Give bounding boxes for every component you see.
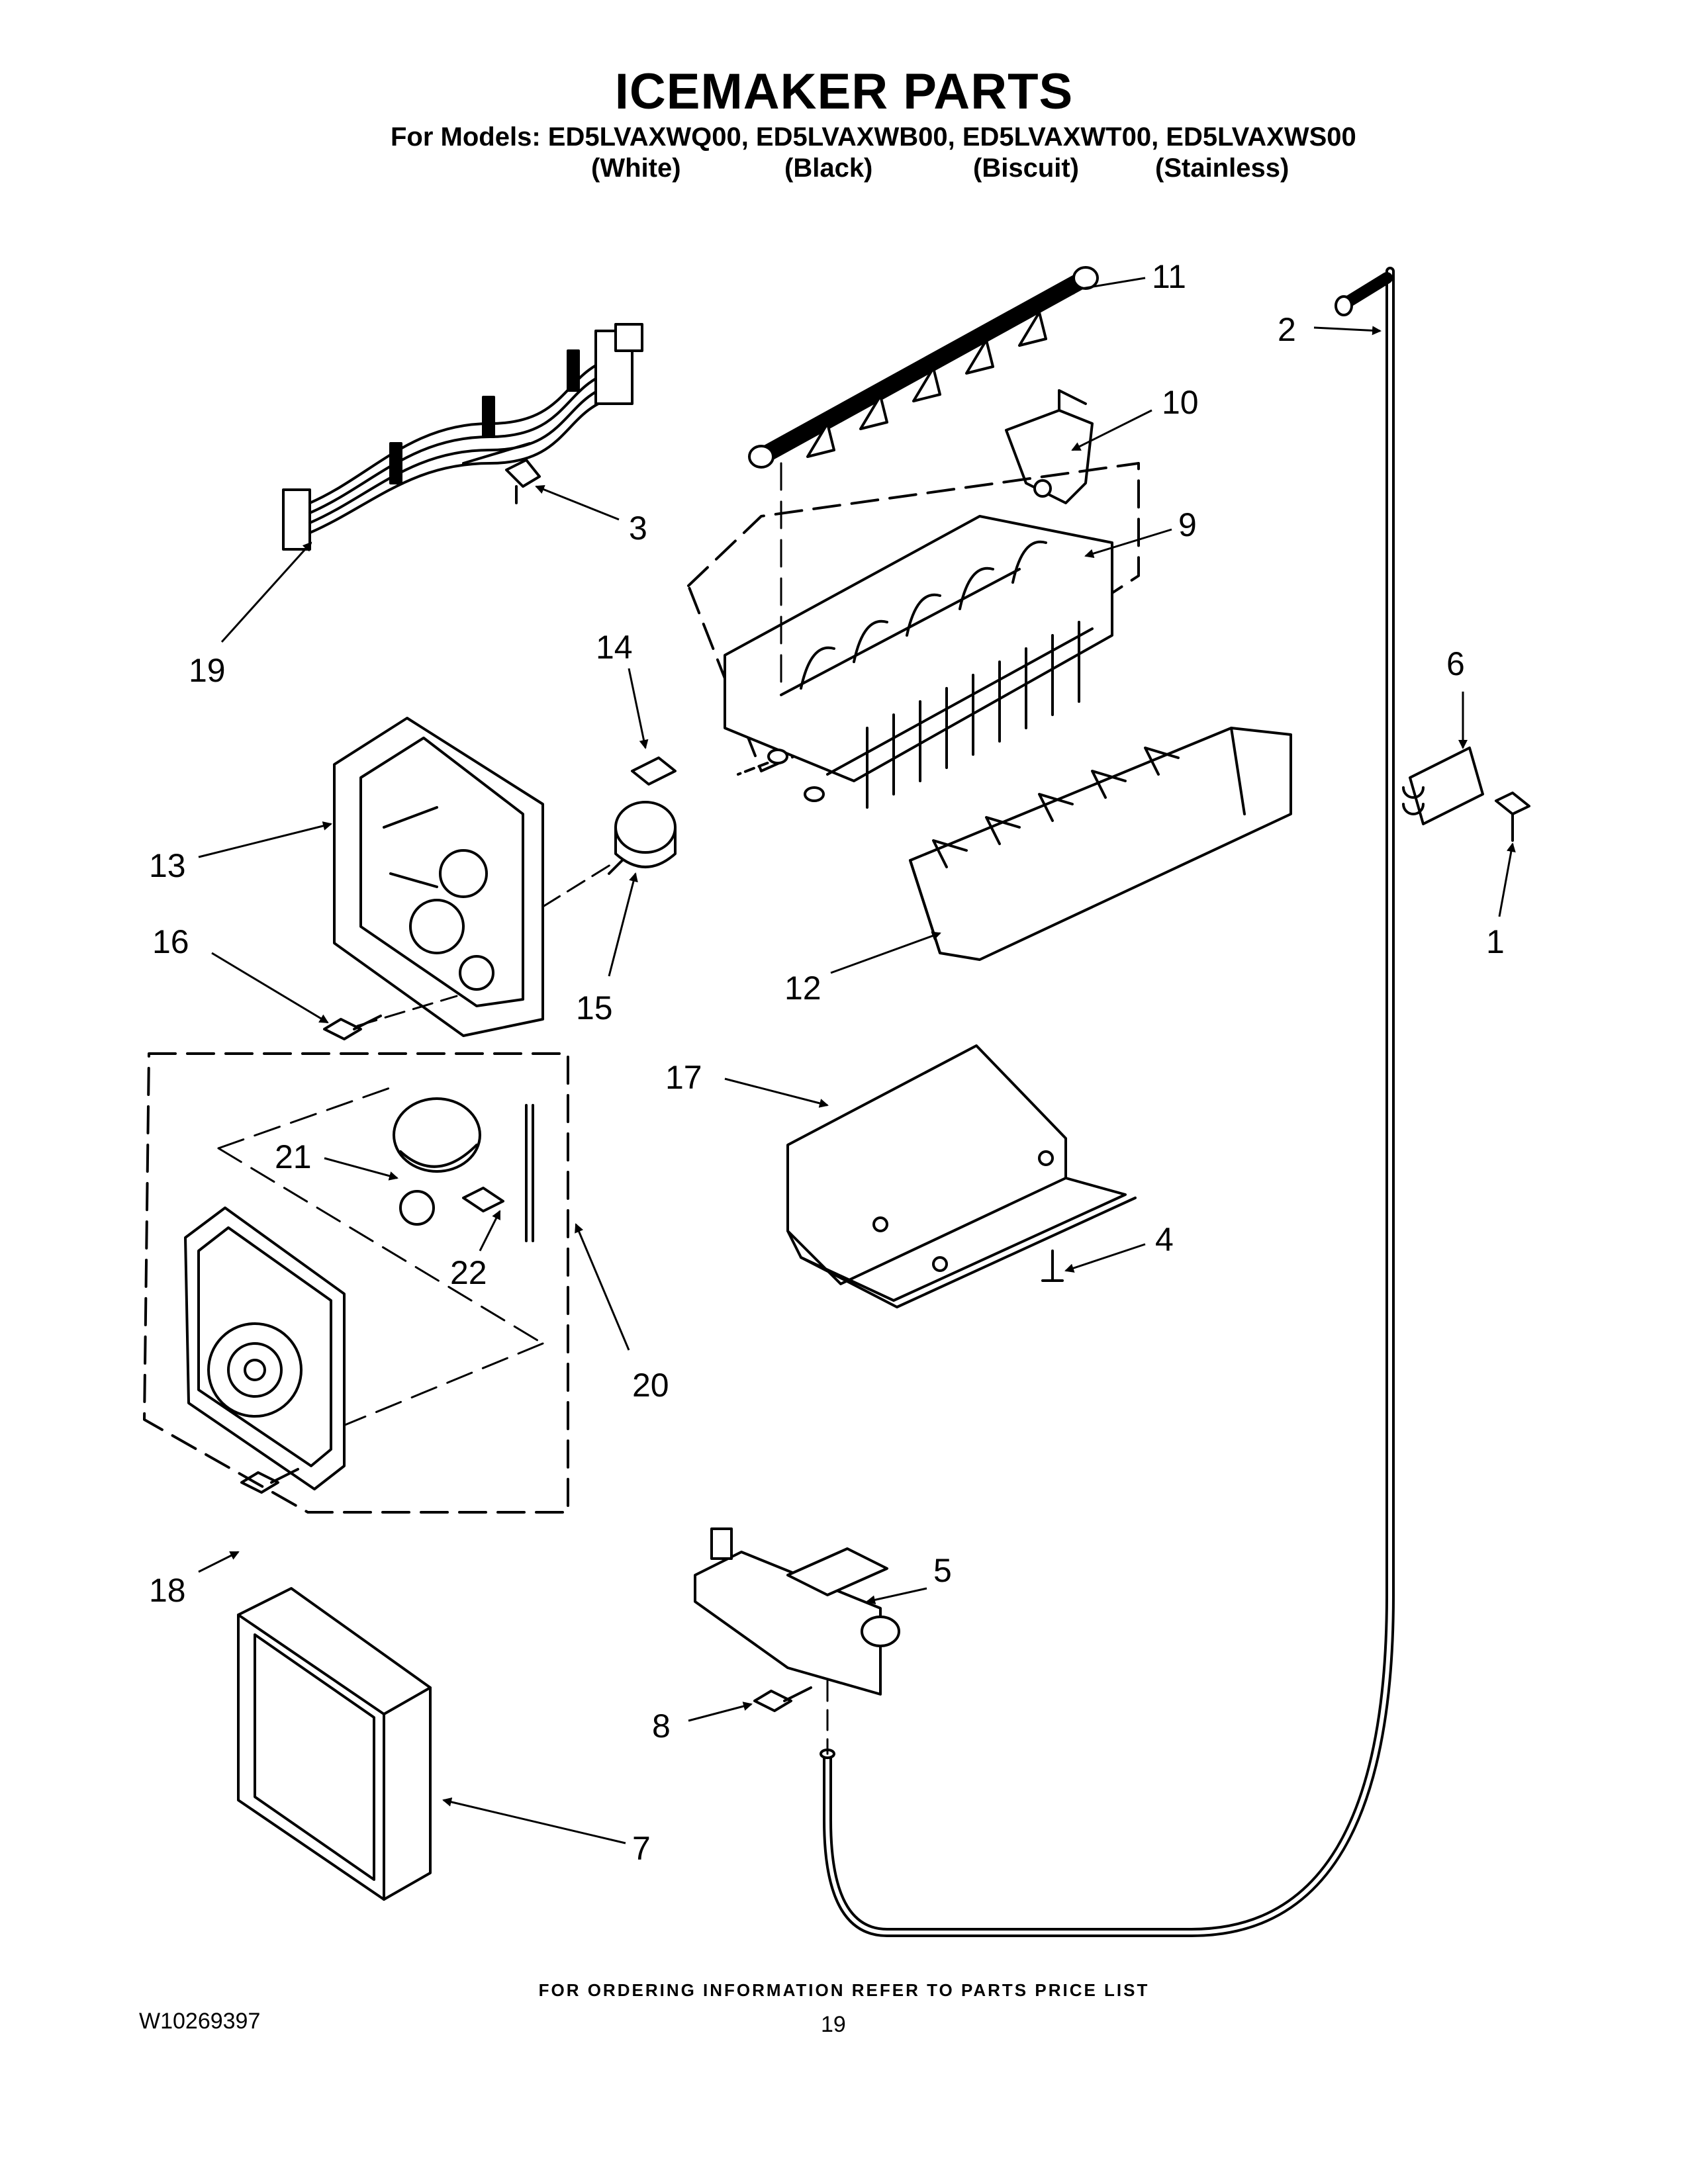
screw-16-part (323, 1015, 382, 1040)
leader-4 (1064, 1243, 1146, 1273)
finish-biscuit: (Biscuit) (973, 154, 1079, 183)
screw-18-part (240, 1468, 299, 1494)
leader-13 (198, 821, 332, 858)
document-number: W10269397 (139, 2009, 261, 2034)
callout-7: 7 (632, 1830, 651, 1867)
callout-labels: 1 2 3 4 5 6 7 8 9 10 11 12 13 14 15 16 1… (149, 258, 1505, 1867)
leader-20 (575, 1223, 630, 1351)
harness-tab-part (631, 756, 677, 786)
callout-15: 15 (576, 989, 613, 1026)
leader-5 (866, 1587, 927, 1605)
mold-part (687, 462, 1140, 809)
leader-8 (688, 1702, 753, 1722)
leader-11 (1064, 277, 1146, 295)
callout-3: 3 (629, 510, 647, 547)
screw-8-part (753, 1686, 812, 1712)
callout-9: 9 (1178, 506, 1197, 543)
leader-3 (535, 484, 620, 521)
ice-bin-part (786, 1044, 1137, 1308)
water-valve-part (694, 1527, 900, 1696)
callout-11: 11 (1152, 258, 1186, 295)
page-number: 19 (821, 2012, 846, 2037)
leader-10 (1071, 409, 1152, 451)
screw-4-part (1041, 1250, 1064, 1282)
cover-part (237, 1587, 432, 1901)
callout-22: 22 (450, 1254, 487, 1291)
leader-7 (442, 1797, 626, 1844)
finish-white: (White) (591, 154, 681, 183)
ejector-part (748, 266, 1099, 469)
stripper-part (909, 727, 1292, 961)
callout-10: 10 (1162, 384, 1199, 421)
leader-18 (198, 1551, 240, 1573)
leader-22 (479, 1210, 501, 1251)
callout-8: 8 (652, 1707, 671, 1745)
leader-17 (724, 1077, 829, 1108)
control-housing-part (333, 717, 544, 1037)
finish-stainless: (Stainless) (1155, 154, 1289, 183)
leader-16 (211, 952, 329, 1024)
callout-2: 2 (1278, 311, 1296, 348)
finish-black: (Black) (784, 154, 873, 183)
callout-6: 6 (1446, 645, 1465, 682)
callout-5: 5 (933, 1552, 952, 1589)
leader-1 (1498, 842, 1516, 917)
screw-1-part (1495, 792, 1530, 842)
callout-17: 17 (665, 1059, 702, 1096)
callout-1: 1 (1486, 923, 1505, 960)
bearing-part (1005, 389, 1094, 504)
leader-12 (830, 931, 941, 974)
leader-19 (220, 541, 312, 643)
leader-9 (1084, 528, 1172, 559)
switch-part (462, 1187, 504, 1212)
leader-15 (608, 872, 638, 977)
module-box-part (143, 1052, 569, 1514)
wire-harness-part (282, 323, 643, 551)
callout-13: 13 (149, 847, 186, 884)
ordering-note: FOR ORDERING INFORMATION REFER TO PARTS … (538, 1980, 1150, 2000)
motor-part (393, 1097, 481, 1226)
callout-16: 16 (152, 923, 189, 960)
callout-20: 20 (632, 1367, 669, 1404)
tube-clamp-part (1409, 747, 1484, 825)
thermostat-part (608, 801, 677, 875)
callout-14: 14 (596, 629, 633, 666)
callout-12: 12 (784, 970, 821, 1007)
module-plate-part (184, 1206, 346, 1490)
callout-21: 21 (275, 1138, 312, 1175)
callout-18: 18 (149, 1572, 186, 1609)
callout-19: 19 (189, 652, 226, 689)
callout-4: 4 (1155, 1221, 1174, 1258)
leader-14 (628, 668, 649, 749)
models-line: For Models: ED5LVAXWQ00, ED5LVAXWB00, ED… (391, 122, 1356, 152)
leader-21 (324, 1157, 399, 1181)
harness-clip-part (505, 459, 541, 504)
leader-2 (1313, 326, 1382, 336)
page-title: ICEMAKER PARTS (614, 64, 1074, 120)
